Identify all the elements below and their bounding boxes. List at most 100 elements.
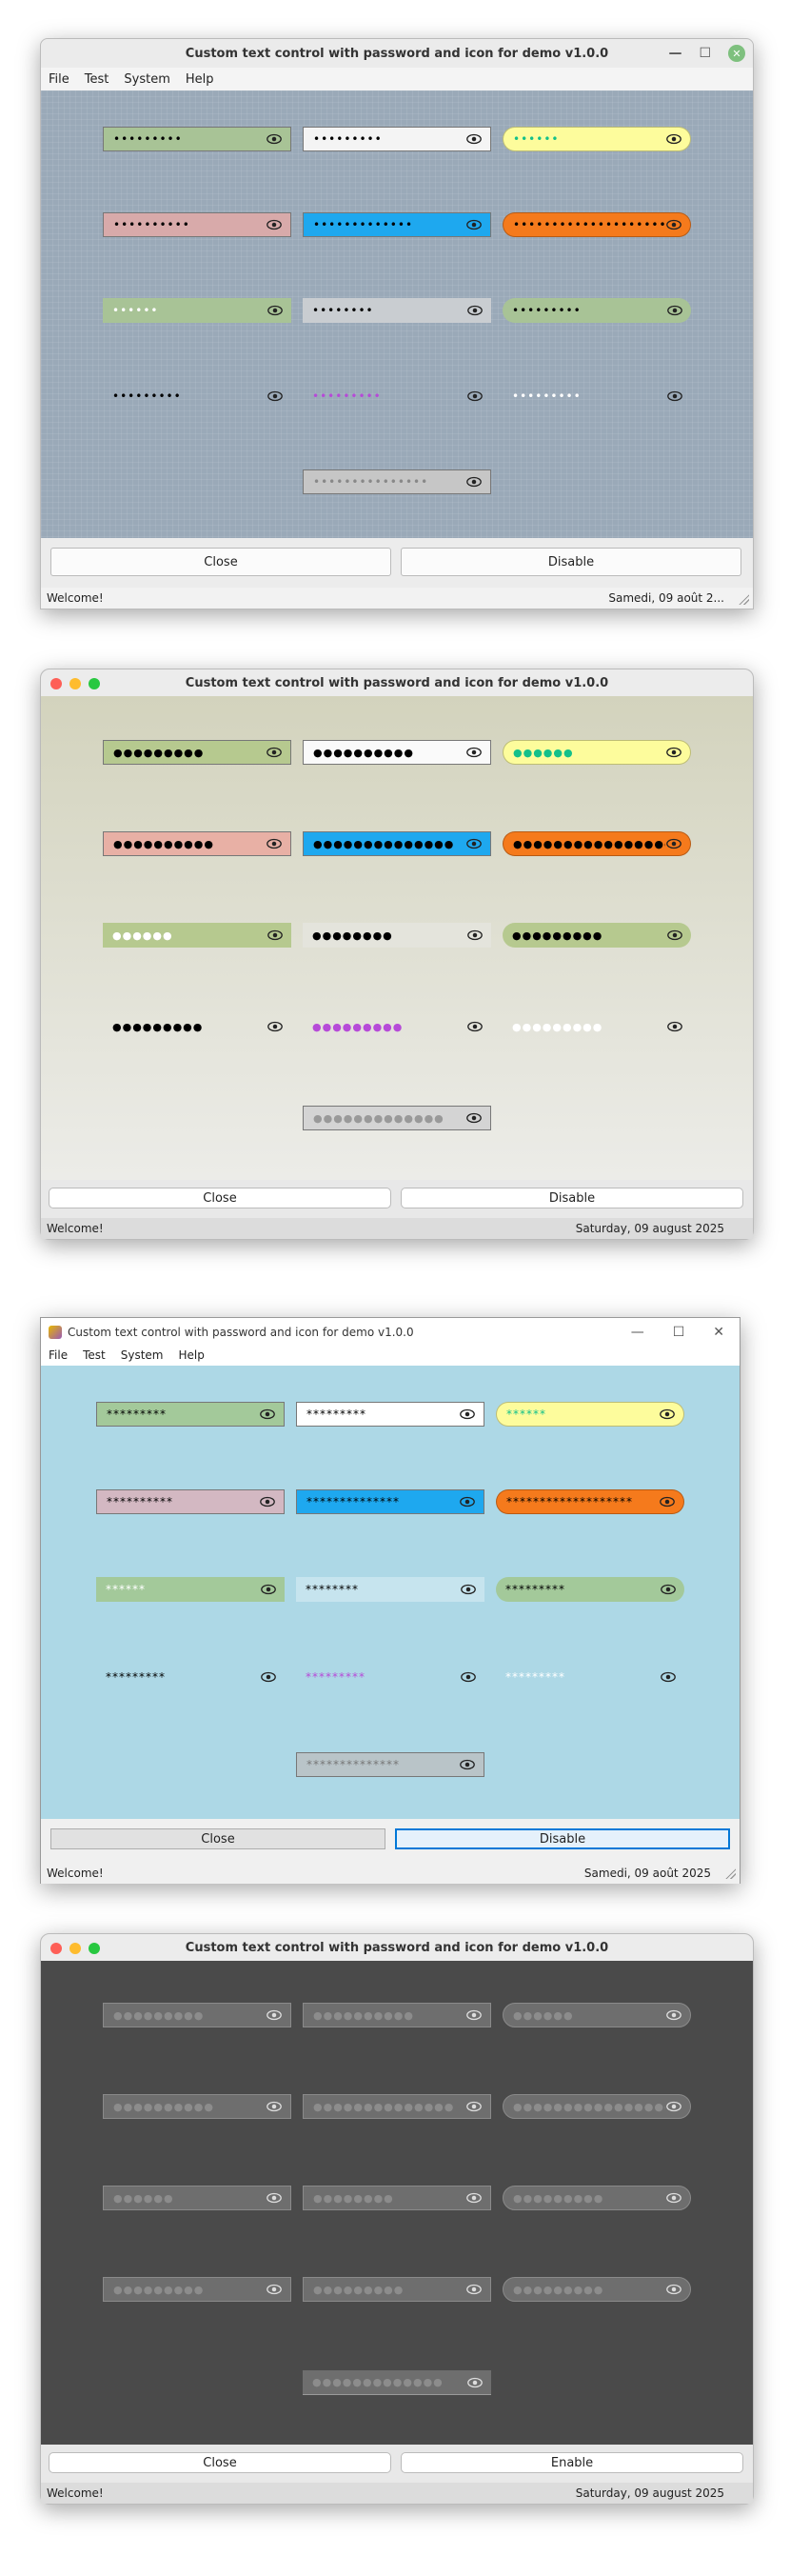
eye-icon[interactable] bbox=[666, 927, 683, 944]
resize-grip-icon[interactable] bbox=[738, 593, 749, 605]
eye-icon[interactable] bbox=[665, 216, 682, 233]
password-field[interactable]: ****** bbox=[496, 1402, 684, 1427]
eye-icon[interactable] bbox=[266, 130, 283, 148]
minimize-icon[interactable] bbox=[69, 678, 81, 689]
eye-icon[interactable] bbox=[465, 216, 483, 233]
password-field[interactable]: ••••••••• bbox=[103, 384, 291, 409]
eye-icon[interactable] bbox=[466, 927, 484, 944]
minimize-icon[interactable]: — bbox=[630, 1325, 644, 1340]
close-icon[interactable]: ✕ bbox=[713, 1325, 724, 1340]
eye-icon[interactable] bbox=[266, 216, 283, 233]
menu-file[interactable]: File bbox=[49, 1348, 69, 1362]
password-field[interactable]: ●●●●●● bbox=[503, 740, 691, 765]
minimize-icon[interactable] bbox=[69, 1943, 81, 1954]
eye-icon[interactable] bbox=[466, 302, 484, 319]
password-field[interactable]: •••••• bbox=[103, 298, 291, 323]
eye-icon[interactable] bbox=[666, 1018, 683, 1035]
eye-icon[interactable] bbox=[267, 388, 284, 405]
disable-button[interactable]: Disable bbox=[395, 1828, 730, 1849]
password-field[interactable]: ******************* bbox=[496, 1489, 684, 1514]
eye-icon[interactable] bbox=[267, 1018, 284, 1035]
menu-test[interactable]: Test bbox=[83, 1348, 106, 1362]
menu-test[interactable]: Test bbox=[84, 71, 109, 87]
maximize-icon[interactable]: ☐ bbox=[699, 46, 711, 61]
password-field[interactable]: ●●●●●●●● bbox=[303, 923, 491, 948]
password-field-disabled[interactable]: ●●●●●●●●●●●●● bbox=[303, 1106, 491, 1130]
password-field[interactable]: ●●●●●●●●● bbox=[503, 923, 691, 948]
eye-icon[interactable] bbox=[465, 130, 483, 148]
close-button[interactable]: Close bbox=[49, 2452, 391, 2473]
close-icon[interactable] bbox=[50, 678, 62, 689]
password-field[interactable]: ********* bbox=[296, 1665, 484, 1689]
eye-icon[interactable] bbox=[660, 1668, 677, 1686]
close-button[interactable]: Close bbox=[49, 1188, 391, 1208]
resize-grip-icon[interactable] bbox=[724, 1867, 736, 1879]
eye-icon[interactable] bbox=[266, 835, 283, 852]
eye-icon[interactable] bbox=[666, 302, 683, 319]
password-field[interactable]: •••••• bbox=[503, 127, 691, 151]
password-field[interactable]: ●●●●●●●●●●●●●●●● bbox=[503, 831, 691, 856]
menu-help[interactable]: Help bbox=[185, 71, 214, 87]
eye-icon[interactable] bbox=[459, 1756, 476, 1773]
menu-system[interactable]: System bbox=[120, 1348, 164, 1362]
eye-icon[interactable] bbox=[259, 1406, 276, 1423]
eye-icon[interactable] bbox=[466, 1018, 484, 1035]
maximize-icon[interactable] bbox=[89, 678, 100, 689]
password-field[interactable]: ****** bbox=[96, 1577, 285, 1602]
eye-icon[interactable] bbox=[260, 1581, 277, 1598]
maximize-icon[interactable]: ☐ bbox=[672, 1325, 685, 1340]
eye-icon[interactable] bbox=[460, 1581, 477, 1598]
menu-file[interactable]: File bbox=[49, 71, 69, 87]
password-field-disabled[interactable]: ••••••••••••••• bbox=[303, 469, 491, 494]
eye-icon[interactable] bbox=[260, 1668, 277, 1686]
maximize-icon[interactable] bbox=[89, 1943, 100, 1954]
eye-icon[interactable] bbox=[465, 835, 483, 852]
eye-icon[interactable] bbox=[267, 302, 284, 319]
password-field[interactable]: ********* bbox=[496, 1577, 684, 1602]
eye-icon[interactable] bbox=[665, 744, 682, 761]
disable-button[interactable]: Disable bbox=[401, 1188, 743, 1208]
eye-icon[interactable] bbox=[466, 388, 484, 405]
password-field[interactable]: ●●●●●●●●● bbox=[303, 1014, 491, 1039]
password-field[interactable]: ********** bbox=[96, 1489, 285, 1514]
password-field[interactable]: ••••••••• bbox=[303, 384, 491, 409]
menu-help[interactable]: Help bbox=[178, 1348, 205, 1362]
password-field[interactable]: ••••••••• bbox=[503, 384, 691, 409]
eye-icon[interactable] bbox=[459, 1493, 476, 1510]
enable-button[interactable]: Enable bbox=[401, 2452, 743, 2473]
close-button[interactable]: Close bbox=[50, 548, 391, 576]
password-field[interactable]: ●●●●●●●●● bbox=[103, 1014, 291, 1039]
eye-icon[interactable] bbox=[266, 744, 283, 761]
close-icon[interactable]: ✕ bbox=[728, 45, 745, 62]
password-field[interactable]: ••••••••• bbox=[503, 298, 691, 323]
password-field[interactable]: •••••••••• bbox=[103, 212, 291, 237]
eye-icon[interactable] bbox=[267, 927, 284, 944]
eye-icon[interactable] bbox=[465, 473, 483, 490]
password-field[interactable]: ●●●●●●●●●● bbox=[103, 831, 291, 856]
password-field[interactable]: •••••••• bbox=[303, 298, 491, 323]
menu-system[interactable]: System bbox=[124, 71, 170, 87]
eye-icon[interactable] bbox=[465, 1109, 483, 1127]
password-field[interactable]: ••••••••• bbox=[103, 127, 291, 151]
password-field[interactable]: ●●●●●●●●● bbox=[103, 740, 291, 765]
password-field[interactable]: ********* bbox=[496, 1665, 684, 1689]
eye-icon[interactable] bbox=[465, 744, 483, 761]
close-button[interactable]: Close bbox=[50, 1828, 385, 1849]
password-field[interactable]: •••••••••••••••••••••••• bbox=[503, 212, 691, 237]
password-field[interactable]: ••••••••••••• bbox=[303, 212, 491, 237]
eye-icon[interactable] bbox=[665, 130, 682, 148]
password-field[interactable]: ●●●●●●●●● bbox=[503, 1014, 691, 1039]
eye-icon[interactable] bbox=[259, 1493, 276, 1510]
eye-icon[interactable] bbox=[665, 835, 682, 852]
password-field[interactable]: ●●●●●●●●●●●●●● bbox=[303, 831, 491, 856]
password-field[interactable]: ******** bbox=[296, 1577, 484, 1602]
password-field[interactable]: ●●●●●●●●●● bbox=[303, 740, 491, 765]
minimize-icon[interactable]: — bbox=[668, 46, 682, 61]
eye-icon[interactable] bbox=[459, 1406, 476, 1423]
password-field[interactable]: ••••••••• bbox=[303, 127, 491, 151]
eye-icon[interactable] bbox=[659, 1493, 676, 1510]
password-field[interactable]: ************** bbox=[296, 1489, 484, 1514]
password-field[interactable]: ●●●●●● bbox=[103, 923, 291, 948]
disable-button[interactable]: Disable bbox=[401, 548, 741, 576]
password-field[interactable]: ********* bbox=[96, 1665, 285, 1689]
